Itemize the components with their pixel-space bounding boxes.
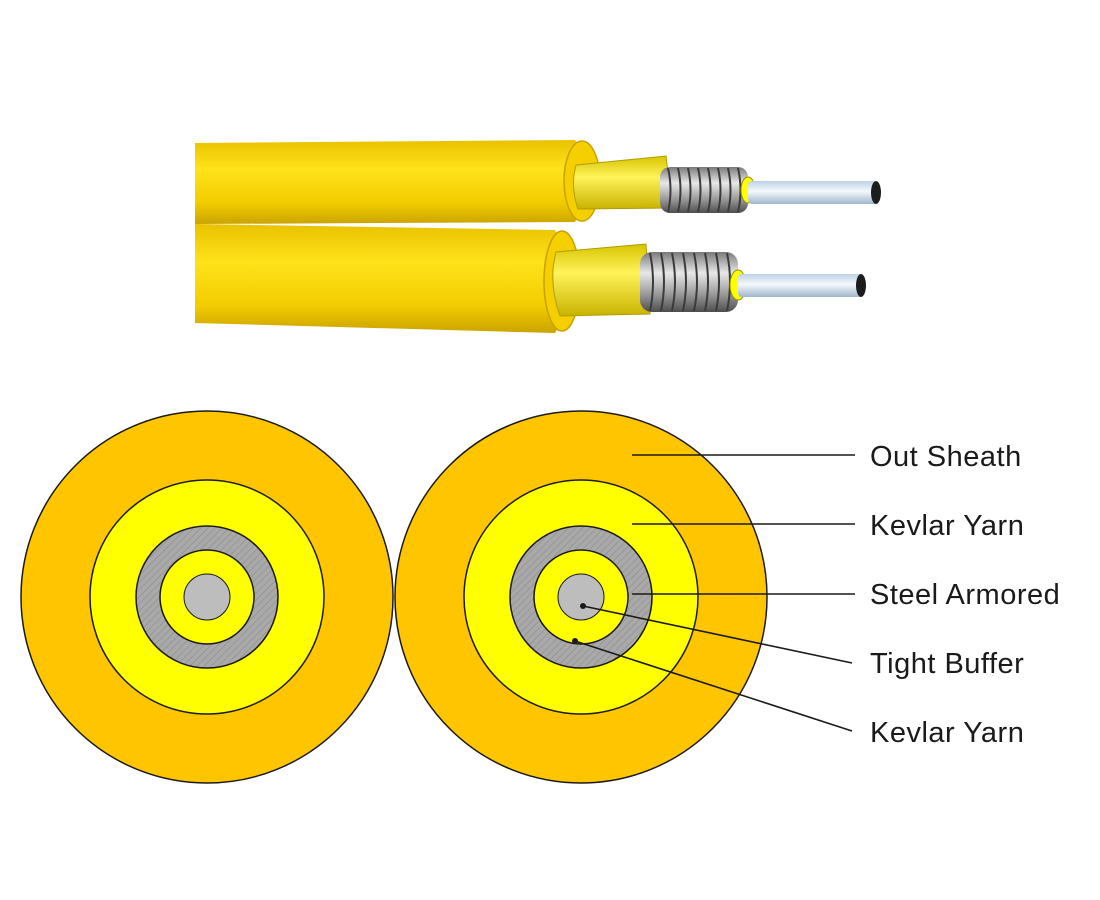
lower-cable-jacket — [195, 224, 570, 333]
upper-kevlar-yarn — [572, 155, 673, 210]
leader-dot — [580, 603, 586, 609]
labels: Out Sheath Kevlar Yarn Steel Armored Tig… — [870, 441, 1060, 749]
upper-steel-armor — [660, 167, 756, 213]
cross-section-right — [394, 410, 768, 784]
upper-cable-jacket — [195, 140, 588, 224]
label-steel-armored: Steel Armored — [870, 579, 1060, 611]
lower-steel-armor — [640, 252, 747, 312]
cable-illustration — [195, 140, 881, 333]
label-out-sheath: Out Sheath — [870, 441, 1022, 473]
leader-kevlar-yarn-inner — [574, 640, 853, 732]
lower-tight-buffer-fiber — [738, 274, 866, 297]
leader-lines — [574, 454, 855, 732]
cross-section-left — [20, 410, 394, 784]
label-tight-buffer: Tight Buffer — [870, 648, 1024, 680]
leader-tight-buffer — [582, 605, 853, 664]
fiber-core — [557, 573, 605, 621]
leader-dots — [572, 603, 586, 644]
lower-kevlar-yarn — [552, 243, 651, 317]
upper-tight-buffer-fiber — [748, 181, 881, 204]
label-kevlar-yarn-outer: Kevlar Yarn — [870, 510, 1024, 542]
label-kevlar-yarn-inner: Kevlar Yarn — [870, 717, 1024, 749]
fiber-core — [183, 573, 231, 621]
leader-dot — [572, 638, 578, 644]
